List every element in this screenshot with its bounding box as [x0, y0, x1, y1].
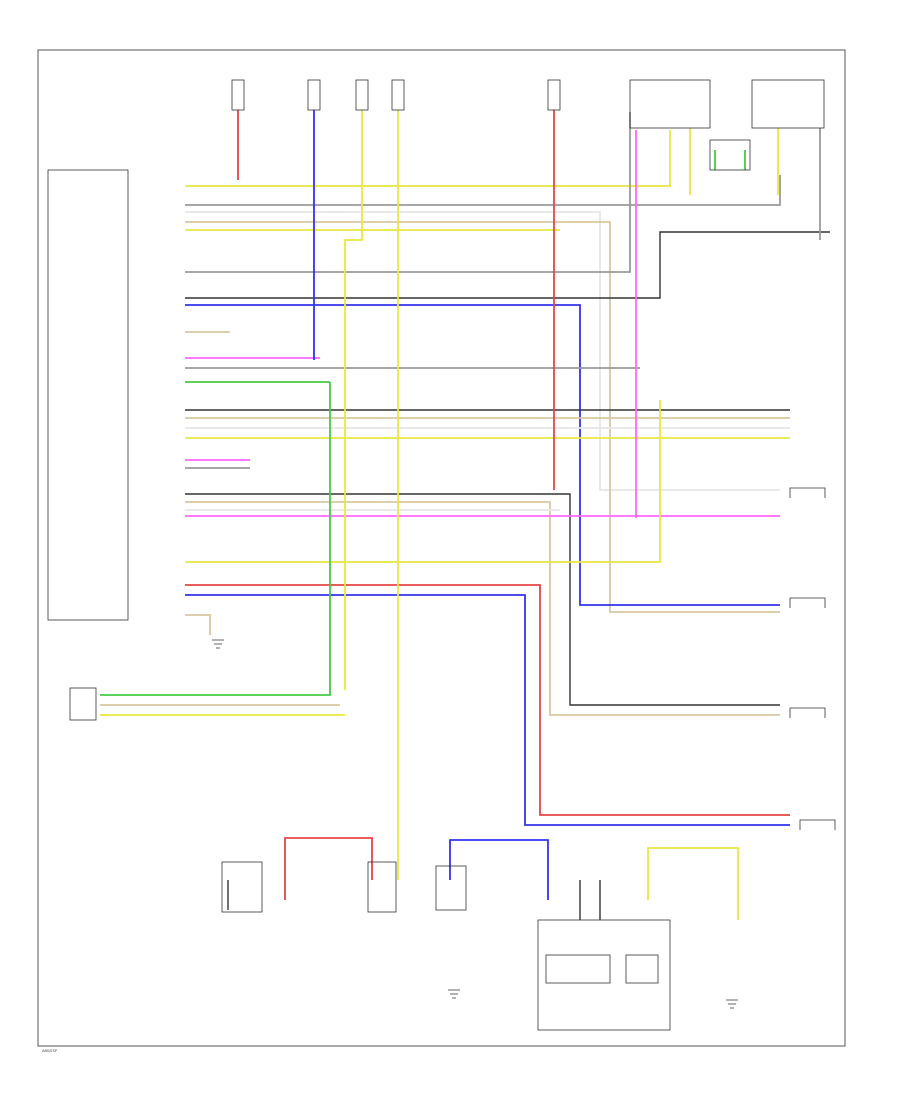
- corner-text: ABS/ESP: [42, 1049, 58, 1053]
- wire-red-23: [185, 584, 790, 816]
- wire-yellow-28: [344, 110, 363, 690]
- instrument-cluster-inner-left: [545, 954, 611, 984]
- wire-blue-24: [185, 594, 790, 826]
- bottom-left-connector: [221, 861, 263, 913]
- wire-tan-19: [185, 501, 780, 716]
- wire-gray-1: [185, 175, 781, 206]
- wire-gray-5: [185, 112, 631, 273]
- fuse-symbols: [231, 79, 561, 111]
- diagram-frame: [37, 49, 846, 1047]
- instrument-cluster-inner-right: [625, 954, 659, 984]
- wire-red-40: [284, 837, 373, 900]
- lower-left-module-box: [69, 687, 97, 721]
- ground-symbols: [212, 639, 738, 1009]
- wire-layer: [100, 110, 830, 920]
- component-layer: ABS/ESP: [37, 49, 846, 1053]
- wire-yellow-42: [647, 847, 739, 920]
- wire-tan-25: [185, 614, 211, 635]
- instrument-cluster-box: [537, 919, 671, 1031]
- relay-box-right: [751, 79, 825, 129]
- wire-dark-18: [185, 493, 780, 706]
- brake-light-switch: [367, 861, 397, 913]
- wire-yellow-22: [185, 400, 661, 563]
- relay-small: [709, 139, 751, 171]
- wire-blue-41: [449, 839, 549, 900]
- wire-green-37: [100, 382, 331, 696]
- wire-yellow-0: [185, 130, 671, 187]
- wire-blue-7: [185, 304, 780, 606]
- brake-fluid-switch: [435, 865, 467, 911]
- wire-tan-3: [185, 221, 780, 613]
- wire-dark-6: [185, 231, 830, 299]
- left-module-box: [47, 169, 129, 621]
- wheel-speed-sensor-icons: [789, 487, 836, 830]
- relay-box-left: [629, 79, 711, 129]
- wire-white-2: [185, 211, 780, 491]
